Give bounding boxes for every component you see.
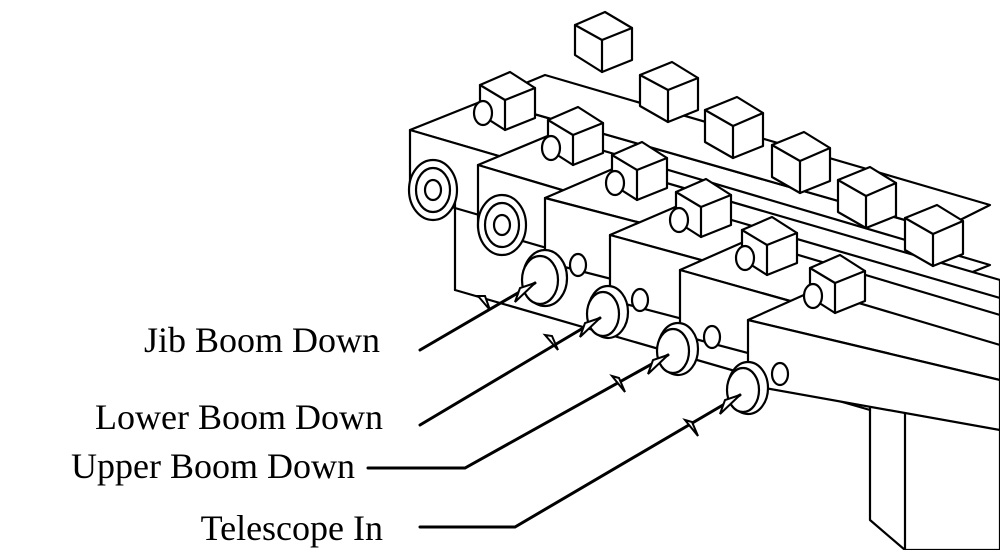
label-upper-boom-down: Upper Boom Down [71,446,355,486]
label-telescope-in: Telescope In [201,508,383,548]
callout-labels: Jib Boom Down Lower Boom Down Upper Boom… [71,320,383,548]
label-jib-boom-down: Jib Boom Down [144,320,380,360]
leader-telescope [420,395,740,527]
label-lower-boom-down: Lower Boom Down [95,397,383,437]
leader-upper [368,355,668,468]
